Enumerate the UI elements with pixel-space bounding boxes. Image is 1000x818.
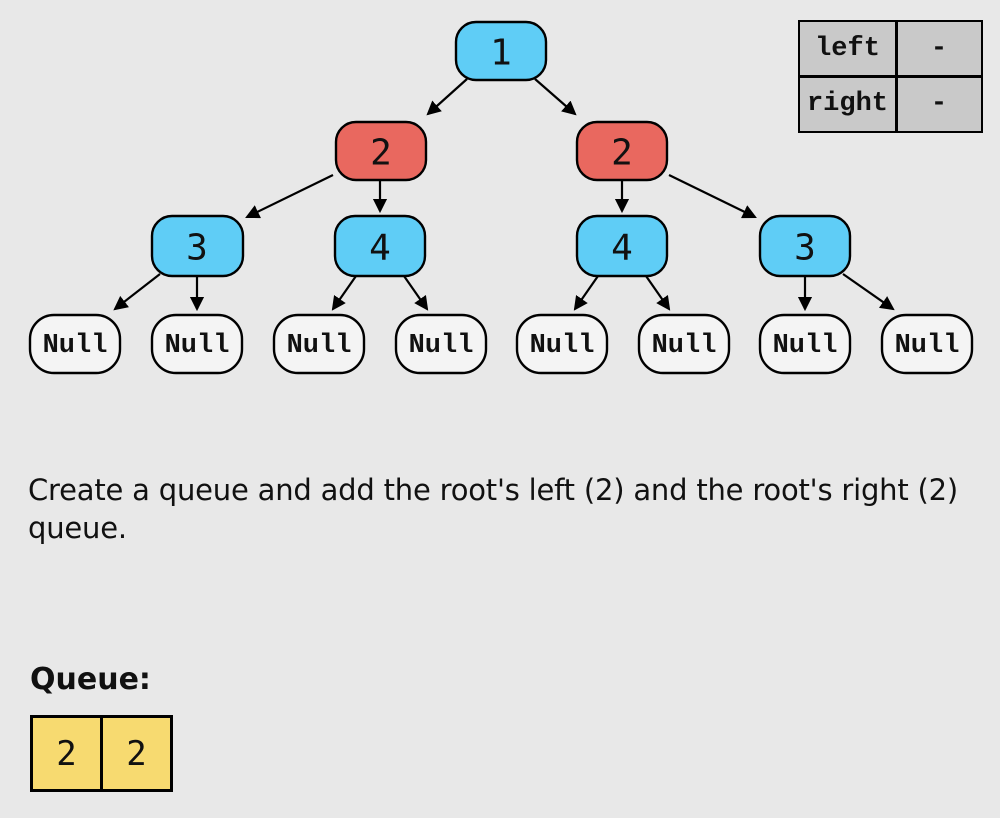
node-shape <box>758 313 852 375</box>
tree-node-root: 1 <box>454 20 548 82</box>
node-value: Null <box>409 331 474 361</box>
node-shape <box>575 214 669 278</box>
tree-node-null-1: Null <box>28 313 122 375</box>
node-value: Null <box>773 331 838 361</box>
tree-node-right-left: 4 <box>575 214 669 278</box>
node-shape <box>28 313 122 375</box>
node-shape <box>333 214 427 278</box>
node-shape <box>637 313 731 375</box>
tree-node-left-child: 2 <box>334 120 428 182</box>
tree-node-right-child: 2 <box>575 120 669 182</box>
tree-node-null-2: Null <box>150 313 244 375</box>
queue-heading: Queue: <box>30 662 151 697</box>
edge-3L-to-null1 <box>113 273 161 311</box>
caption: Create a queue and add the root's left (… <box>28 471 958 547</box>
tree-node-null-4: Null <box>394 313 488 375</box>
caption-line-2: queue. <box>28 511 127 545</box>
table-value-right: - <box>897 77 981 131</box>
node-value: 3 <box>794 228 816 269</box>
node-shape <box>394 313 488 375</box>
edge-root-to-right <box>534 78 577 116</box>
node-shape <box>880 313 974 375</box>
node-shape <box>334 120 428 182</box>
edge-4R-to-null6 <box>645 275 671 311</box>
tree-edges <box>113 78 895 312</box>
node-value: Null <box>43 331 108 361</box>
tree-node-right-right: 3 <box>758 214 852 278</box>
tree-node-null-3: Null <box>272 313 366 375</box>
node-value: 1 <box>490 33 512 74</box>
edge-root-to-left <box>426 78 468 116</box>
caption-line-1: Create a queue and add the root's left (… <box>28 473 959 507</box>
tree-node-left-left: 3 <box>150 214 245 278</box>
tree-node-null-5: Null <box>515 313 609 375</box>
tree-node-null-7: Null <box>758 313 852 375</box>
node-shape <box>272 313 366 375</box>
table-key-left: left <box>800 22 895 75</box>
node-shape <box>575 120 669 182</box>
node-value: Null <box>530 331 595 361</box>
node-value: 2 <box>611 133 633 174</box>
node-value: 4 <box>611 228 633 269</box>
node-shape <box>758 214 852 278</box>
node-shape <box>150 313 244 375</box>
comparison-table: left - right - <box>798 20 983 133</box>
node-value: Null <box>287 331 352 361</box>
edge-right2-to-3 <box>668 174 757 219</box>
queue-list: 2 2 <box>30 715 173 792</box>
node-value: Null <box>895 331 960 361</box>
node-value: 2 <box>370 133 392 174</box>
queue-item: 2 <box>30 715 103 792</box>
node-shape <box>150 214 245 278</box>
table-key-right: right <box>800 77 895 131</box>
node-value: 3 <box>186 228 208 269</box>
edge-4R-to-null5 <box>573 275 599 311</box>
node-value: 4 <box>369 228 391 269</box>
binary-tree-diagram: 1 2 2 3 4 4 3 Null Null Null Null <box>28 20 974 375</box>
node-shape <box>454 20 548 82</box>
queue-item: 2 <box>100 715 173 792</box>
edge-4L-to-null3 <box>331 275 357 311</box>
node-value: Null <box>165 331 230 361</box>
tree-node-null-6: Null <box>637 313 731 375</box>
tree-node-left-right: 4 <box>333 214 427 278</box>
tree-node-null-8: Null <box>880 313 974 375</box>
node-shape <box>515 313 609 375</box>
edge-3R-to-null8 <box>842 273 895 311</box>
edge-left2-to-3 <box>245 174 334 219</box>
node-value: Null <box>652 331 717 361</box>
table-value-left: - <box>897 22 981 75</box>
edge-4L-to-null4 <box>403 275 429 311</box>
